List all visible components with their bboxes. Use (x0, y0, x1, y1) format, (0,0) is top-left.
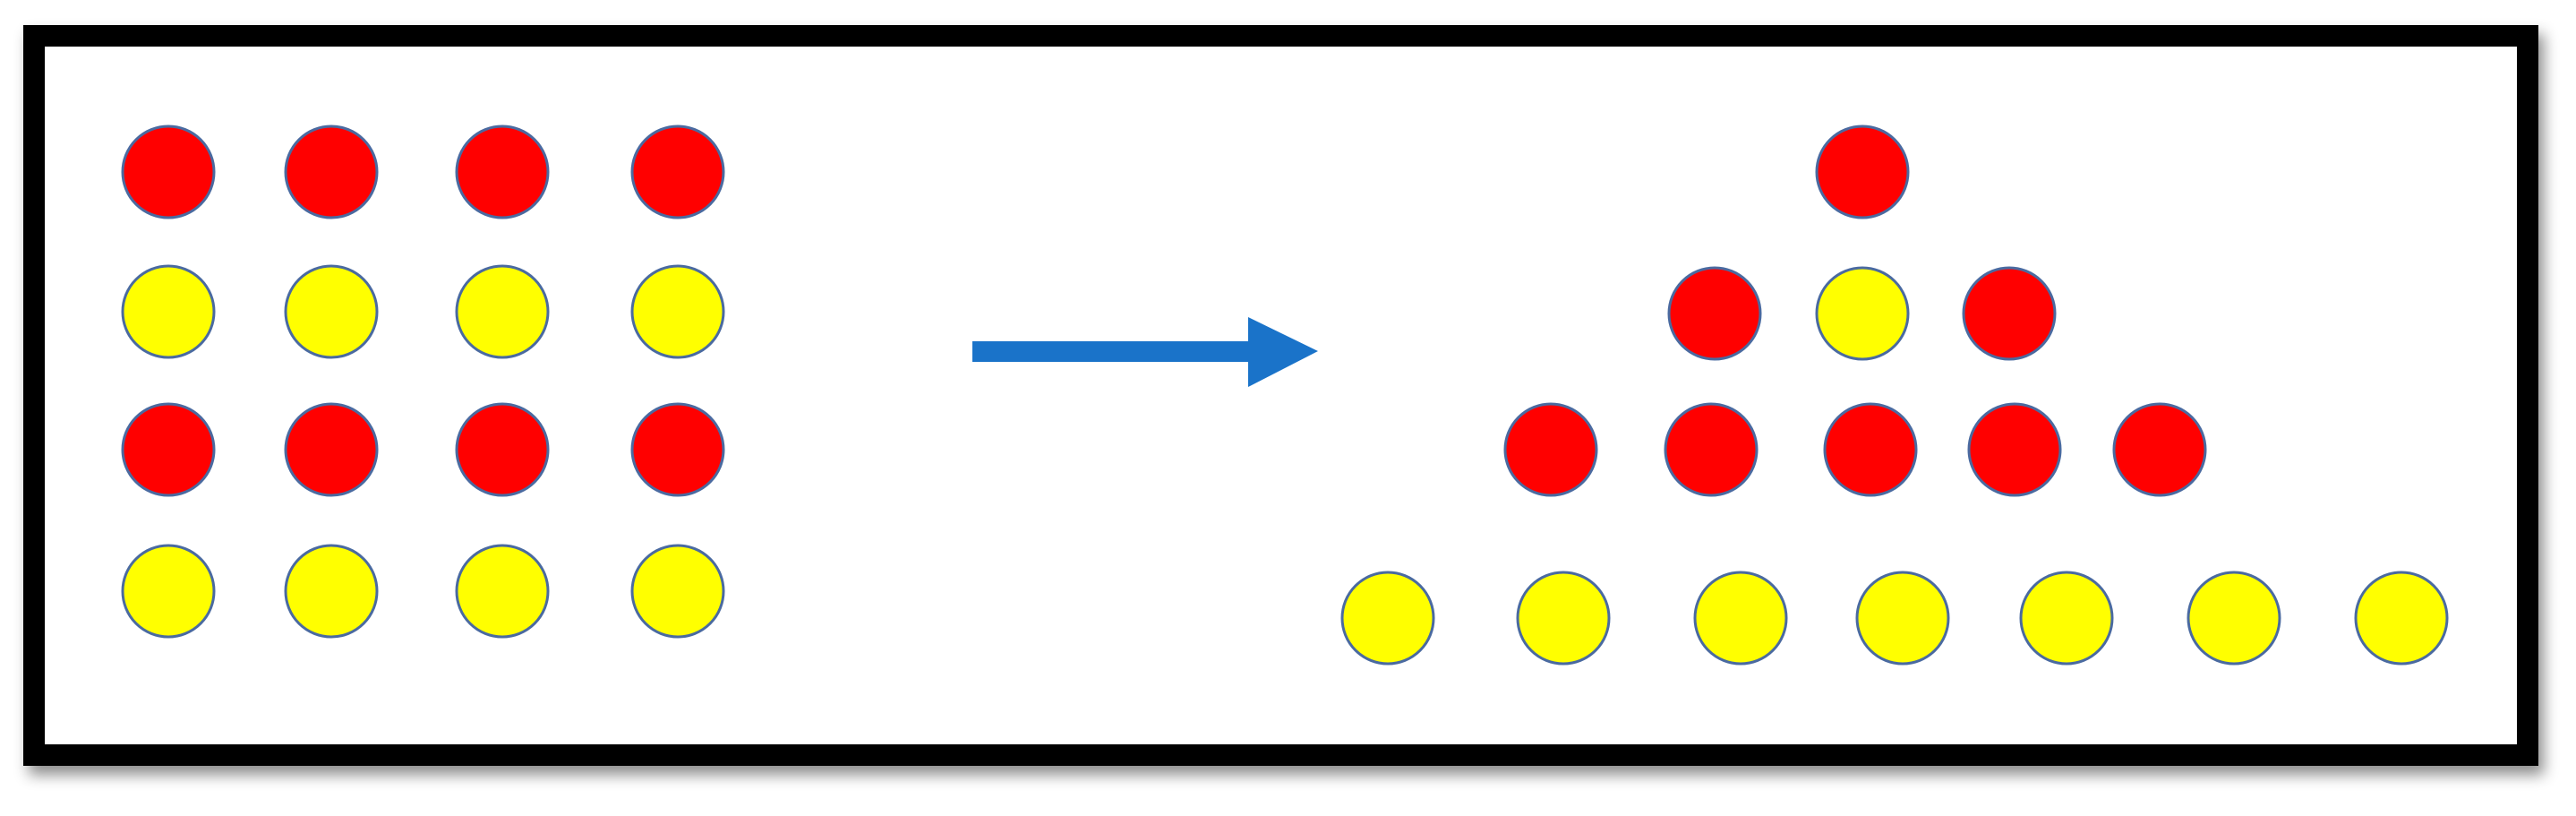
red-circle (630, 125, 725, 219)
red-circle (1664, 402, 1759, 497)
red-circle (121, 125, 216, 219)
red-circle (1815, 125, 1910, 219)
red-circle (1667, 266, 1762, 361)
red-circle (1962, 266, 2057, 361)
yellow-circle (121, 264, 216, 359)
yellow-circle (1815, 266, 1910, 361)
yellow-circle (284, 264, 379, 359)
yellow-circle (1340, 571, 1435, 666)
red-circle (2112, 402, 2207, 497)
red-circle (284, 125, 379, 219)
right-arrow-icon (972, 317, 1318, 387)
yellow-circle (121, 544, 216, 639)
yellow-circle (2019, 571, 2114, 666)
yellow-circle (1855, 571, 1950, 666)
arrow-head (1248, 317, 1318, 387)
yellow-circle (284, 544, 379, 639)
red-circle (1503, 402, 1598, 497)
yellow-circle (2354, 571, 2449, 666)
red-circle (1823, 402, 1918, 497)
circle-grid (121, 125, 725, 639)
red-circle (1967, 402, 2062, 497)
red-circle (455, 125, 550, 219)
yellow-circle (1693, 571, 1788, 666)
yellow-circle (455, 264, 550, 359)
diagram-frame (23, 25, 2538, 766)
yellow-circle (1516, 571, 1611, 666)
circle-pyramid (1340, 125, 2449, 666)
red-circle (121, 402, 216, 497)
yellow-circle (630, 264, 725, 359)
yellow-circle (630, 544, 725, 639)
arrow-shaft (972, 341, 1255, 362)
red-circle (630, 402, 725, 497)
red-circle (455, 402, 550, 497)
yellow-circle (2187, 571, 2281, 666)
yellow-circle (455, 544, 550, 639)
red-circle (284, 402, 379, 497)
